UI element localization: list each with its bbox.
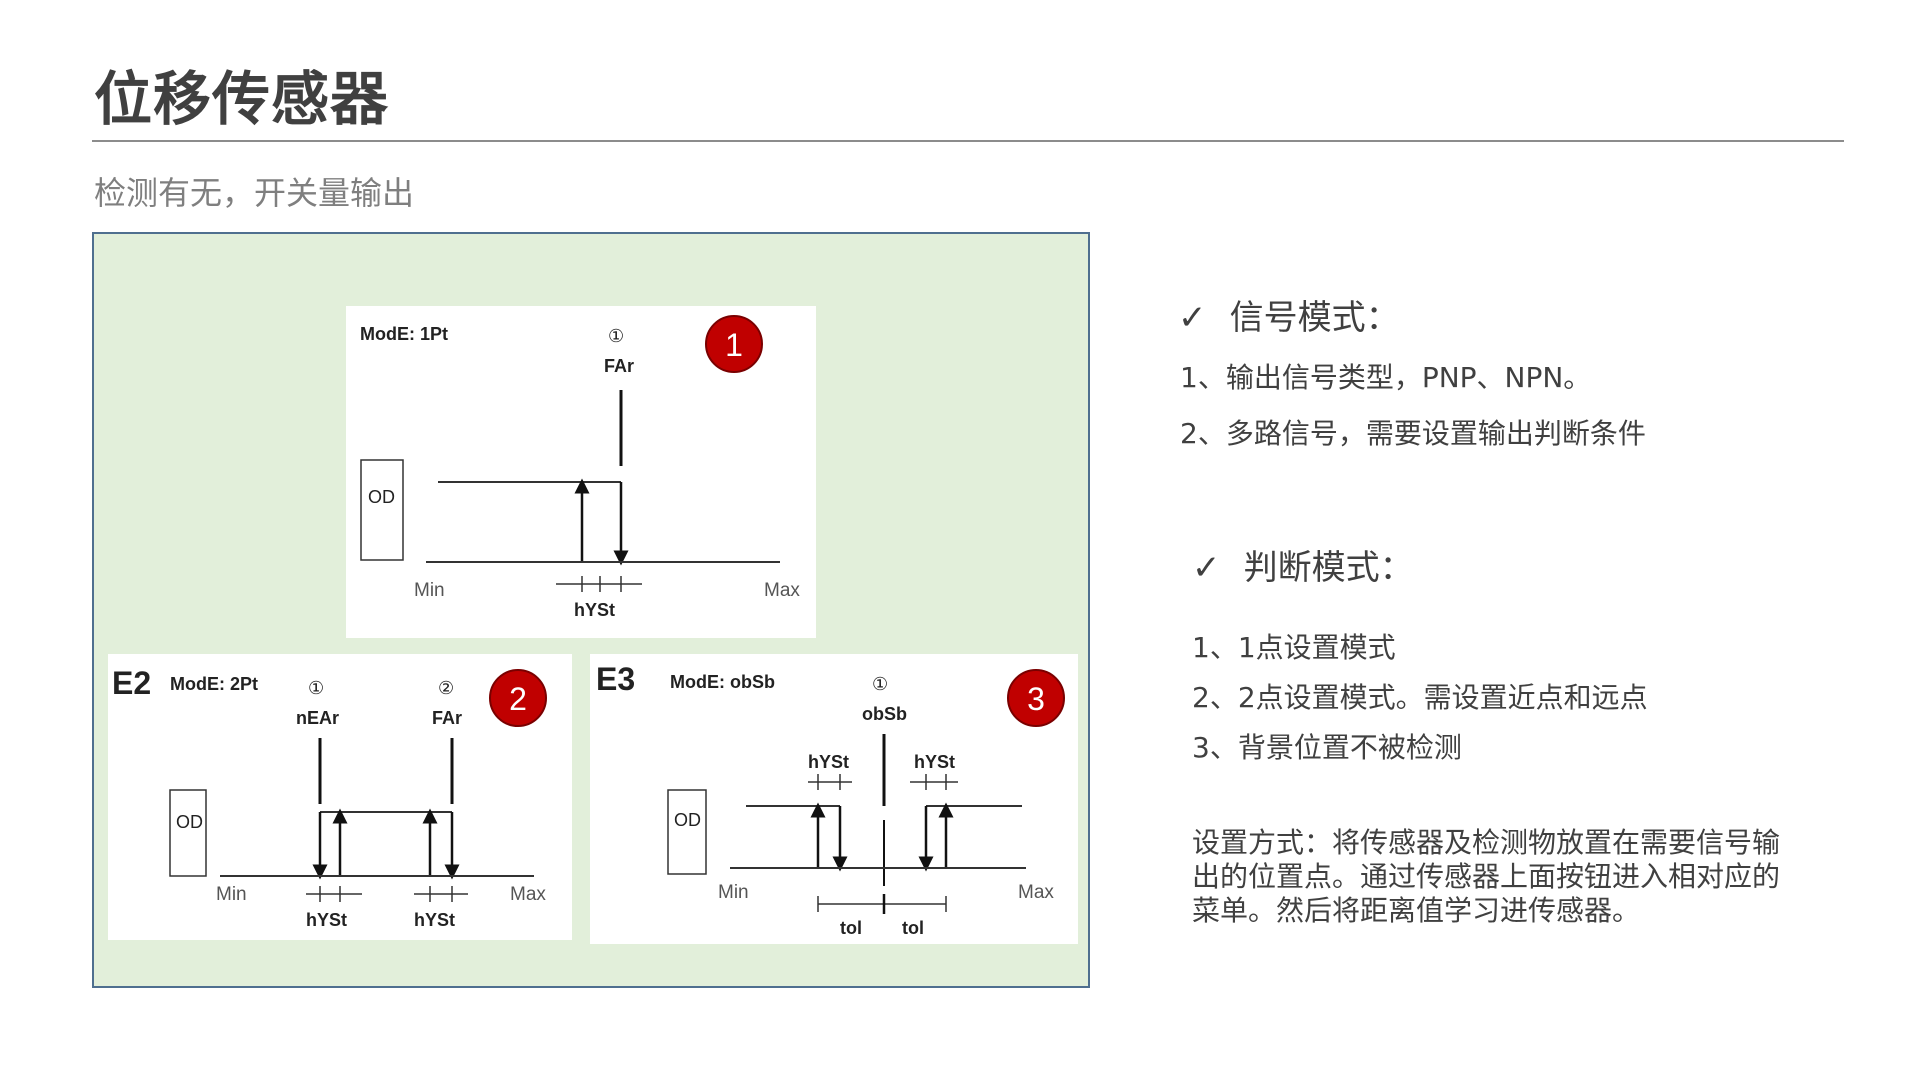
tol-label-2: tol xyxy=(902,918,924,938)
badge-1 xyxy=(705,315,763,373)
check-icon: ✓ xyxy=(1178,298,1207,338)
panel-mode-1pt: ModE: 1Pt ① FAr OD Min Max hYSt 1 xyxy=(346,306,816,638)
point-2-marker: ② xyxy=(438,678,454,698)
point-1-marker: ① xyxy=(608,326,624,346)
object-box xyxy=(169,789,207,877)
hyst-label-2: hYSt xyxy=(914,752,955,772)
object-box xyxy=(360,459,404,561)
mode-label: ModE: 2Pt xyxy=(170,674,258,694)
e3-code: E3 xyxy=(596,661,635,697)
badge-3-number: 3 xyxy=(1027,681,1045,717)
judge-item-2: 2、2点设置模式。需设置近点和远点 xyxy=(1192,681,1648,714)
od-label: OD xyxy=(368,487,395,507)
far-label: FAr xyxy=(432,708,462,728)
signal-item-1: 1、输出信号类型，PNP、NPN。 xyxy=(1180,361,1592,394)
diagram-1pt: ModE: 1Pt ① FAr OD Min Max hYSt 1 xyxy=(360,315,800,620)
point-1-marker: ① xyxy=(308,678,324,698)
hyst-label-1: hYSt xyxy=(306,910,347,930)
od-label: OD xyxy=(674,810,701,830)
axis-min-label: Min xyxy=(216,884,247,905)
hyst-label: hYSt xyxy=(574,600,615,620)
object-box xyxy=(667,789,707,875)
tol-label-1: tol xyxy=(840,918,862,938)
setup-description: 设置方式：将传感器及检测物放置在需要信号输出的位置点。通过传感器上面按钮进入相对… xyxy=(1192,826,1781,927)
panel-mode-2pt: E2 ModE: 2Pt ① ② nEAr FAr OD Min Max hYS… xyxy=(108,654,572,940)
signal-mode-heading: 信号模式： xyxy=(1229,298,1400,338)
axis-max-label: Max xyxy=(510,884,546,905)
hyst-label-1: hYSt xyxy=(808,752,849,772)
check-icon: ✓ xyxy=(1192,548,1221,588)
mode-diagram-figure: ModE: 1Pt ① FAr OD Min Max hYSt 1 xyxy=(92,232,1090,988)
diagram-2pt: E2 ModE: 2Pt ① ② nEAr FAr OD Min Max hYS… xyxy=(112,665,547,930)
judge-item-1: 1、1点设置模式 xyxy=(1192,631,1396,664)
mode-label: ModE: 1Pt xyxy=(360,324,448,344)
page-subtitle: 检测有无，开关量输出 xyxy=(94,174,415,212)
near-label: nEAr xyxy=(296,708,339,728)
far-label: FAr xyxy=(604,356,634,376)
judge-mode-heading-row: ✓ 判断模式： xyxy=(1192,540,1414,589)
axis-max-label: Max xyxy=(1018,882,1054,903)
badge-2-number: 2 xyxy=(509,681,527,717)
point-1-marker: ① xyxy=(872,674,888,694)
hyst-label-2: hYSt xyxy=(414,910,455,930)
judge-mode-heading: 判断模式： xyxy=(1243,548,1414,588)
mode-label: ModE: obSb xyxy=(670,672,775,692)
diagram-obsb: E3 ModE: obSb ① obSb hYSt hYSt OD Min Ma xyxy=(596,661,1065,938)
e2-code: E2 xyxy=(112,665,151,701)
panel-mode-obsb: E3 ModE: obSb ① obSb hYSt hYSt OD Min Ma xyxy=(590,654,1078,944)
axis-max-label: Max xyxy=(764,580,800,601)
badge-2 xyxy=(489,669,547,727)
page-title: 位移传感器 xyxy=(94,65,390,133)
badge-1-number: 1 xyxy=(725,327,743,363)
title-divider xyxy=(92,140,1844,142)
badge-3 xyxy=(1007,669,1065,727)
axis-min-label: Min xyxy=(718,882,749,903)
od-label: OD xyxy=(176,812,203,832)
obsb-label: obSb xyxy=(862,704,907,724)
signal-item-2: 2、多路信号，需要设置输出判断条件 xyxy=(1180,417,1646,450)
axis-min-label: Min xyxy=(414,580,445,601)
judge-item-3: 3、背景位置不被检测 xyxy=(1192,731,1462,764)
signal-mode-heading-row: ✓ 信号模式： xyxy=(1178,290,1400,339)
